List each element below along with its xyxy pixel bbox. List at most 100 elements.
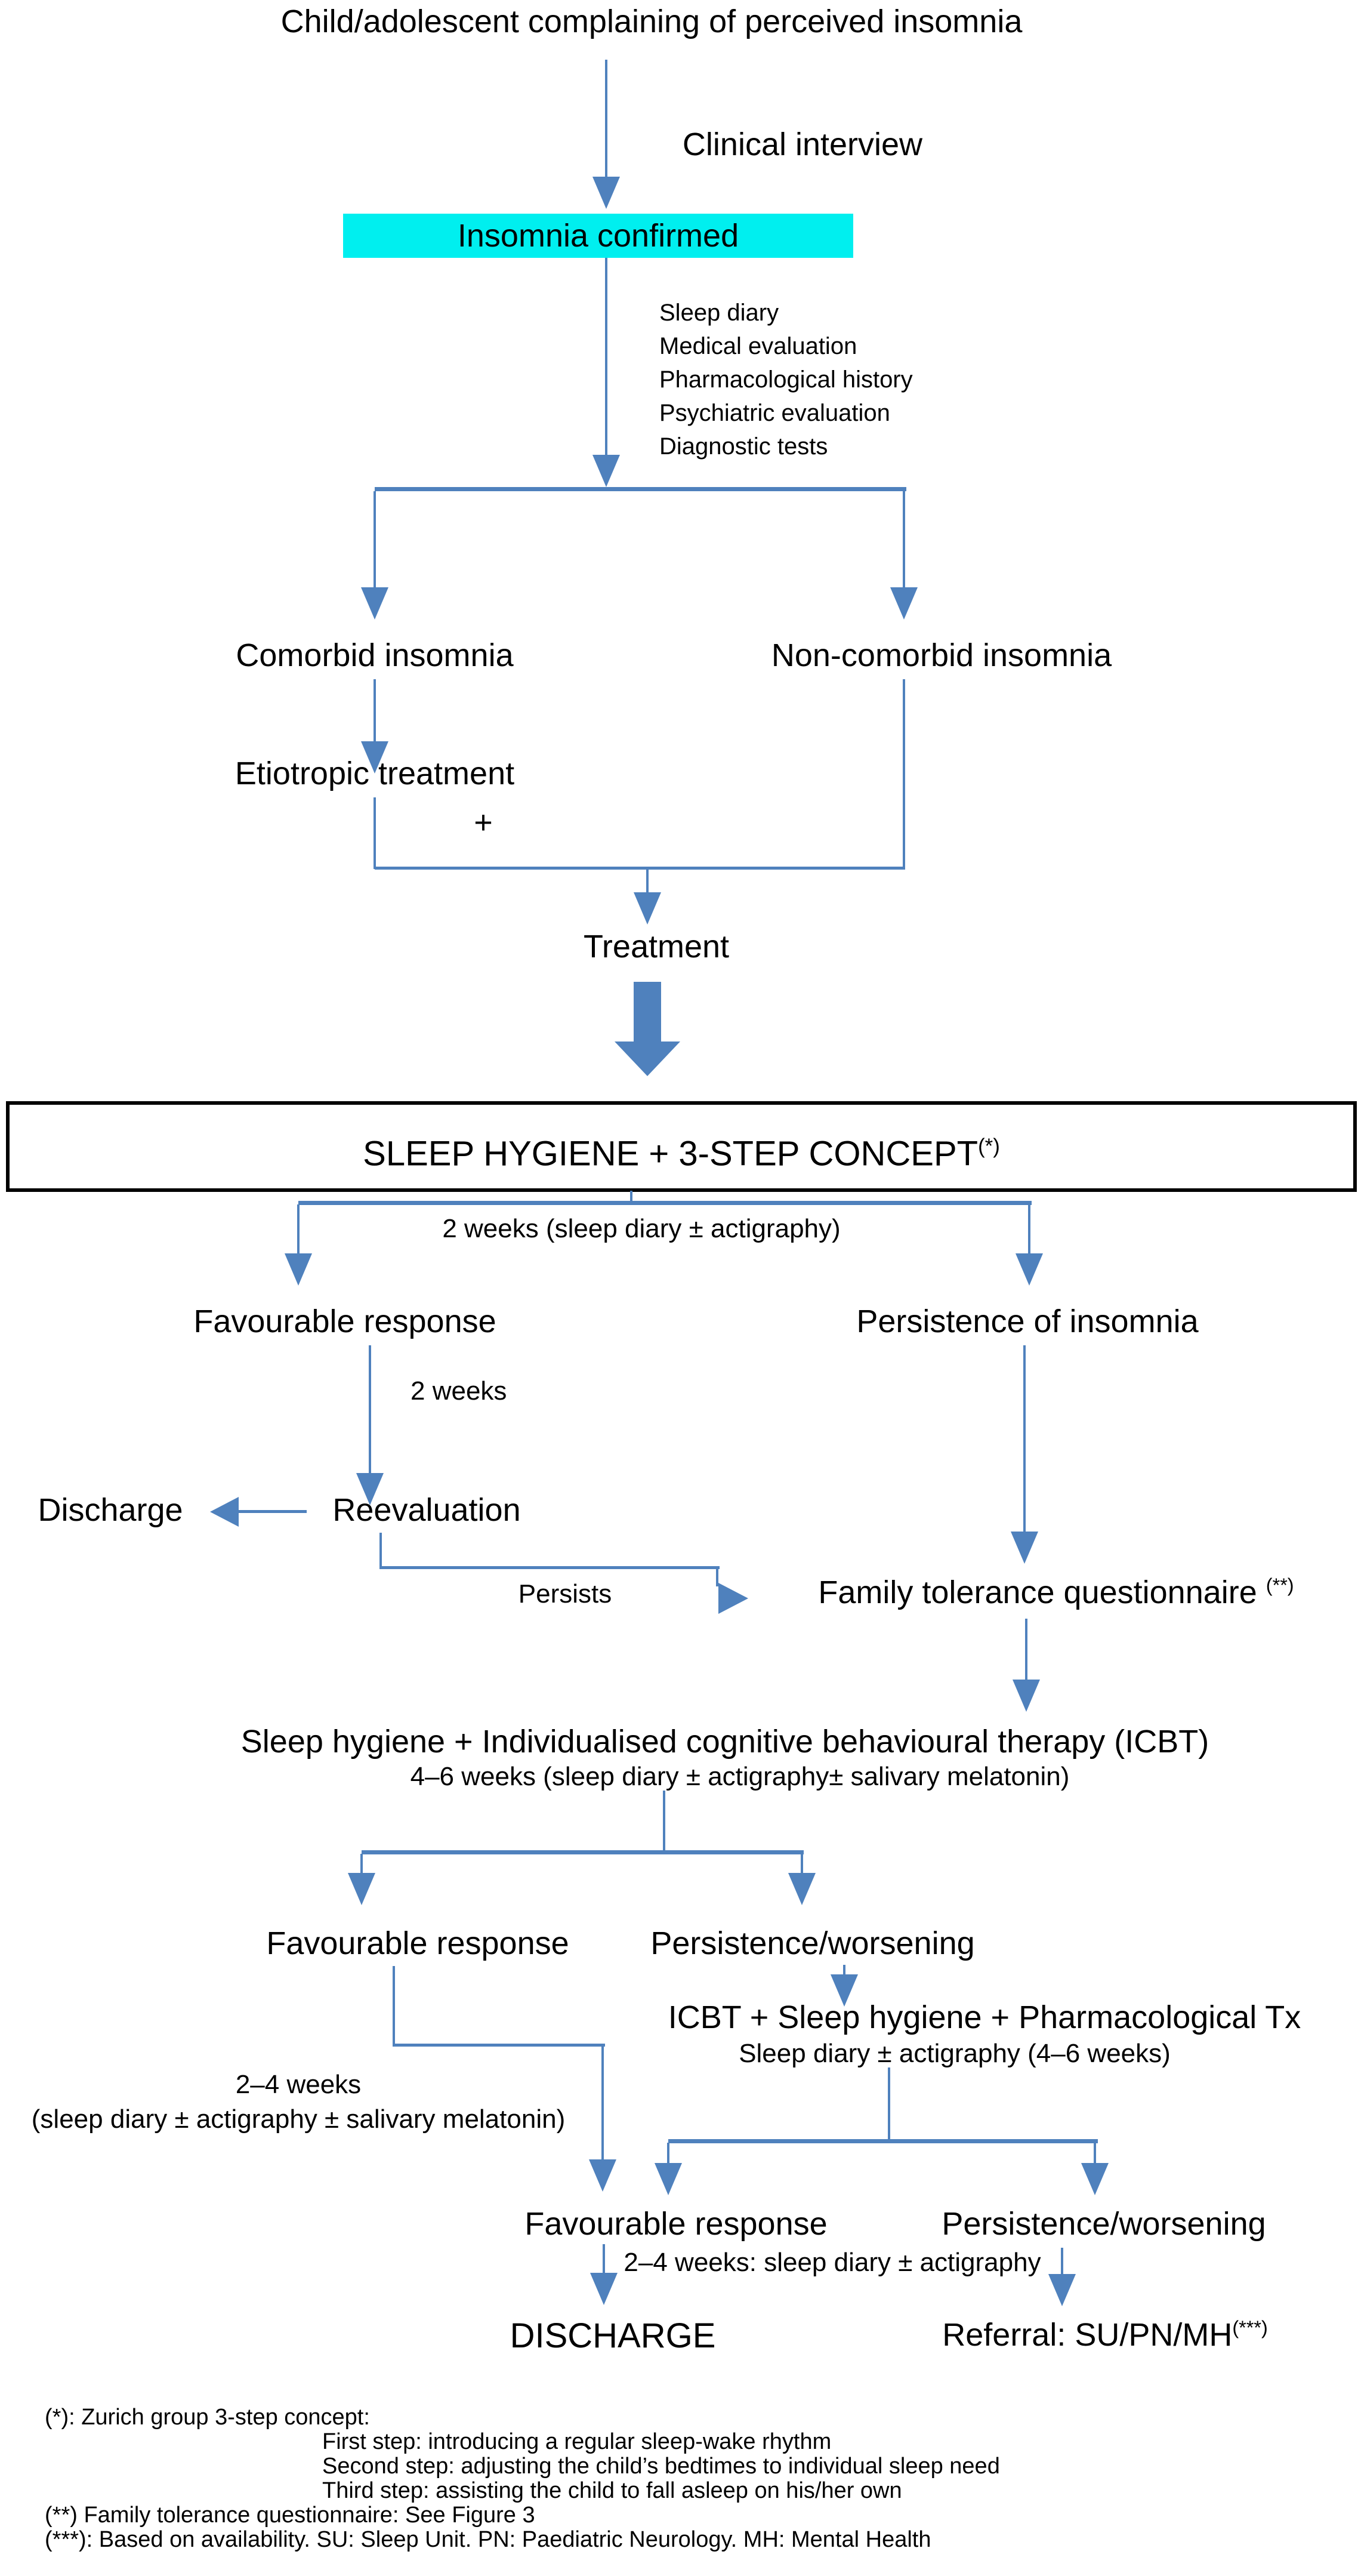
connector-split4-horizontal (668, 2139, 1098, 2143)
arrowhead-down-icon (655, 2163, 682, 2195)
arrowhead-down-icon (1011, 1532, 1038, 1564)
connector-split1-horizontal (375, 487, 906, 491)
connector-favourable2-horizontal (393, 2044, 605, 2047)
connector-persists-elbow-drop (716, 1566, 718, 1586)
connector-to-persistence1 (1028, 1204, 1030, 1256)
connector-split2-horizontal (298, 1201, 1032, 1205)
arrowhead-down-icon (589, 2159, 616, 2192)
edge-label-2-4-weeks-diary: 2–4 weeks: sleep diary ± actigraphy (624, 2248, 1041, 2277)
arrowhead-down-icon (348, 1873, 375, 1905)
arrowhead-down-icon (356, 1473, 384, 1505)
node-non-comorbid-insomnia: Non-comorbid insomnia (771, 637, 1112, 673)
step-box-footnote-marker: (*) (978, 1135, 1000, 1158)
node-treatment: Treatment (583, 929, 730, 965)
connector-persistence3-down (1061, 2248, 1063, 2275)
connector-comorbid-to-etiotropic (374, 679, 376, 742)
connector-persistence1-down (1023, 1345, 1026, 1533)
arrowhead-down-icon (361, 587, 388, 620)
connector-to-favourable3 (667, 2143, 669, 2164)
node-icbt-title: Sleep hygiene + Individualised cognitive… (240, 1724, 1209, 1760)
list-item: Medical evaluation (659, 333, 857, 359)
arrowhead-down-icon (592, 455, 620, 487)
node-icbt-subtitle: 4–6 weeks (sleep diary ± actigraphy± sal… (410, 1762, 1070, 1791)
list-item: Diagnostic tests (659, 433, 828, 460)
family-questionnaire-label: Family tolerance questionnaire (818, 1574, 1257, 1610)
node-family-tolerance-questionnaire: Family tolerance questionnaire (**) (818, 1574, 1294, 1610)
plus-sign: + (474, 805, 493, 840)
arrowhead-down-icon (890, 587, 918, 620)
node-sleep-hygiene-3step-box: SLEEP HYGIENE + 3-STEP CONCEPT(*) (6, 1101, 1357, 1192)
node-referral: Referral: SU/PN/MH(***) (942, 2317, 1267, 2353)
footnote-second-step: Second step: adjusting the child’s bedti… (322, 2454, 1000, 2479)
edge-label-2-weeks: 2 weeks (411, 1376, 507, 1406)
node-pharm-title: ICBT + Sleep hygiene + Pharmacological T… (668, 1999, 1301, 2035)
footnote-zurich: (*): Zurich group 3-step concept: (45, 2405, 370, 2430)
referral-footnote-marker: (***) (1232, 2317, 1268, 2338)
footnote-third-step: Third step: assisting the child to fall … (322, 2478, 902, 2503)
arrowhead-down-icon (1081, 2163, 1109, 2195)
connector-family-to-icbt (1025, 1619, 1027, 1681)
connector-merge-horizontal (375, 867, 905, 870)
arrowhead-down-icon (361, 741, 388, 774)
list-item: Pharmacological history (659, 366, 913, 393)
connector-persistence2-down (843, 1965, 845, 1976)
connector-favourable2-down (393, 1966, 395, 2046)
evaluation-list: Sleep diary Medical evaluation Pharmacol… (659, 296, 913, 463)
connector-non-comorbid-down (903, 679, 905, 869)
edge-label-2-4-weeks-line1: 2–4 weeks (235, 2070, 362, 2099)
connector-to-persistence2 (801, 1854, 803, 1874)
node-clinical-interview: Clinical interview (682, 127, 923, 162)
node-favourable-response-1: Favourable response (193, 1304, 496, 1339)
connector-persists-elbow-down (379, 1533, 382, 1569)
connector-split3-horizontal (362, 1850, 804, 1854)
node-favourable-response-3: Favourable response (524, 2206, 828, 2242)
footnote-family-questionnaire: (**) Family tolerance questionnaire: See… (45, 2503, 535, 2528)
list-item: Sleep diary (659, 300, 779, 326)
block-arrow-shaft (634, 982, 661, 1042)
connector-merge-to-treatment (646, 870, 649, 893)
family-questionnaire-footnote-marker: (**) (1266, 1574, 1294, 1596)
list-item: Psychiatric evaluation (659, 400, 890, 426)
node-persistence-of-insomnia: Persistence of insomnia (856, 1304, 1199, 1339)
connector-to-favourable2 (360, 1854, 363, 1874)
node-favourable-response-2: Favourable response (266, 1925, 569, 1961)
footnote-first-step: First step: introducing a regular sleep-… (322, 2429, 832, 2454)
edge-label-persists: Persists (518, 1579, 612, 1609)
connector-favourable2-drop (601, 2044, 604, 2161)
node-insomnia-confirmed: Insomnia confirmed (343, 214, 853, 258)
arrowhead-right-icon (718, 1583, 748, 1614)
connector-to-comorbid (374, 491, 376, 588)
node-persistence-worsening-1: Persistence/worsening (650, 1925, 975, 1961)
referral-label: Referral: SU/PN/MH (942, 2317, 1233, 2353)
step-box-label: SLEEP HYGIENE + 3-STEP CONCEPT (363, 1134, 979, 1173)
connector-favourable1-to-reevaluation (369, 1345, 371, 1474)
arrowhead-down-icon (590, 2273, 618, 2305)
arrowhead-down-icon (788, 1873, 816, 1905)
arrowhead-down-icon (592, 177, 620, 209)
node-persistence-worsening-2: Persistence/worsening (942, 2206, 1266, 2242)
edge-label-2-4-weeks-line2: (sleep diary ± actigraphy ± salivary mel… (31, 2104, 566, 2134)
node-pharm-subtitle: Sleep diary ± actigraphy (4–6 weeks) (739, 2039, 1171, 2068)
connector-to-favourable1 (297, 1204, 300, 1256)
arrowhead-left-icon (210, 1497, 239, 1527)
connector-to-persistence3 (1094, 2143, 1096, 2164)
connector-favourable3-down (603, 2244, 605, 2274)
arrowhead-down-icon (1048, 2274, 1076, 2306)
arrowhead-down-icon (1013, 1680, 1040, 1712)
connector-title-to-confirmed (605, 60, 607, 177)
block-arrow-head-icon (615, 1042, 680, 1076)
connector-persists-elbow-horizontal (379, 1566, 720, 1569)
connector-box-down (630, 1191, 632, 1203)
connector-etiotropic-down (374, 797, 376, 869)
edge-label-2-weeks-diary: 2 weeks (sleep diary ± actigraphy) (442, 1214, 841, 1243)
node-comorbid-insomnia: Comorbid insomnia (236, 637, 514, 673)
connector-pharm-down (888, 2067, 890, 2140)
node-discharge-final: DISCHARGE (510, 2316, 716, 2355)
connector-confirmed-to-split (605, 258, 607, 456)
arrowhead-down-icon (634, 892, 661, 925)
arrowhead-down-icon (285, 1253, 312, 1286)
connector-reevaluation-to-discharge (237, 1510, 307, 1513)
connector-icbt-down (663, 1791, 665, 1851)
insomnia-confirmed-label: Insomnia confirmed (457, 218, 739, 254)
